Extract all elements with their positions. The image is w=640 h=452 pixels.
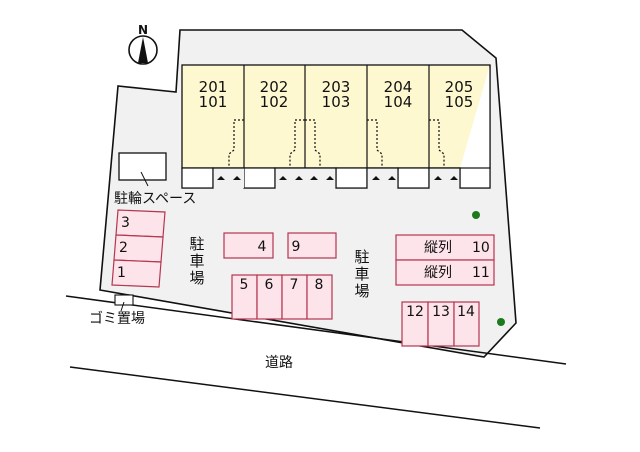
svg-text:13: 13 [432,304,450,320]
road-label: 道路 [265,355,293,371]
svg-text:202: 202 [260,78,289,96]
svg-text:203: 203 [322,78,351,96]
parking-space-5[interactable] [231,274,258,320]
svg-text:105: 105 [445,93,474,111]
svg-text:101: 101 [199,93,228,111]
svg-text:205: 205 [445,78,474,96]
svg-text:駐: 駐 [189,235,204,253]
svg-text:5: 5 [240,277,249,293]
parking-space-1[interactable] [111,259,162,288]
parking-middle-bottom [231,274,333,320]
unit-201-101[interactable]: 201 101 [199,78,228,111]
parking-space-13[interactable] [427,301,455,347]
entrance-markers [217,176,458,180]
tree-icon [497,318,505,326]
unit-205-105[interactable]: 205 105 [445,78,474,111]
garbage-label: ゴミ置場 [89,310,145,327]
svg-text:駐: 駐 [354,248,369,266]
svg-text:103: 103 [322,93,351,111]
svg-text:2: 2 [119,240,128,256]
svg-text:4: 4 [258,239,267,255]
svg-text:場: 場 [354,282,369,300]
svg-text:3: 3 [121,215,130,231]
svg-text:201: 201 [199,78,228,96]
svg-text:7: 7 [290,277,299,293]
parking-space-11[interactable] [395,259,495,286]
parking-label-left: 駐 車 場 [189,235,204,287]
svg-text:102: 102 [260,93,289,111]
svg-text:10: 10 [472,240,490,256]
bicycle-space-label: 駐輪スペース [114,190,196,207]
svg-text:縦列: 縦列 [424,265,452,281]
svg-text:104: 104 [384,93,413,111]
garbage-area[interactable] [114,294,134,306]
svg-text:14: 14 [457,304,475,320]
parking-space-9[interactable] [287,232,337,259]
parking-space-14[interactable] [453,301,480,347]
svg-text:6: 6 [265,277,274,293]
svg-text:1: 1 [117,265,126,281]
unit-203-103[interactable]: 203 103 [322,78,351,111]
svg-text:12: 12 [406,304,424,320]
svg-text:8: 8 [315,277,324,293]
svg-text:車: 車 [189,252,204,270]
parking-space-7[interactable] [281,274,308,320]
unit-204-104[interactable]: 204 104 [384,78,413,111]
unit-202-102[interactable]: 202 102 [260,78,289,111]
apartment-building: 201 101 202 102 203 103 204 104 205 105 [181,64,491,189]
parking-space-6[interactable] [256,274,283,320]
road-edge-north [65,295,567,365]
parking-left-column [111,209,166,288]
parking-label-right: 駐 車 場 [354,248,369,300]
svg-text:11: 11 [472,265,490,281]
parking-space-4[interactable] [223,232,274,259]
svg-text:縦列: 縦列 [424,240,452,256]
compass-label: N [138,23,148,37]
parking-space-10[interactable] [395,234,495,261]
north-arrow-icon: N [128,23,158,65]
svg-text:場: 場 [189,269,204,287]
parking-space-8[interactable] [306,274,333,320]
svg-text:9: 9 [292,239,301,255]
svg-text:204: 204 [384,78,413,96]
tree-icon [472,211,480,219]
svg-text:車: 車 [354,265,369,283]
road-edge-south [69,366,541,429]
